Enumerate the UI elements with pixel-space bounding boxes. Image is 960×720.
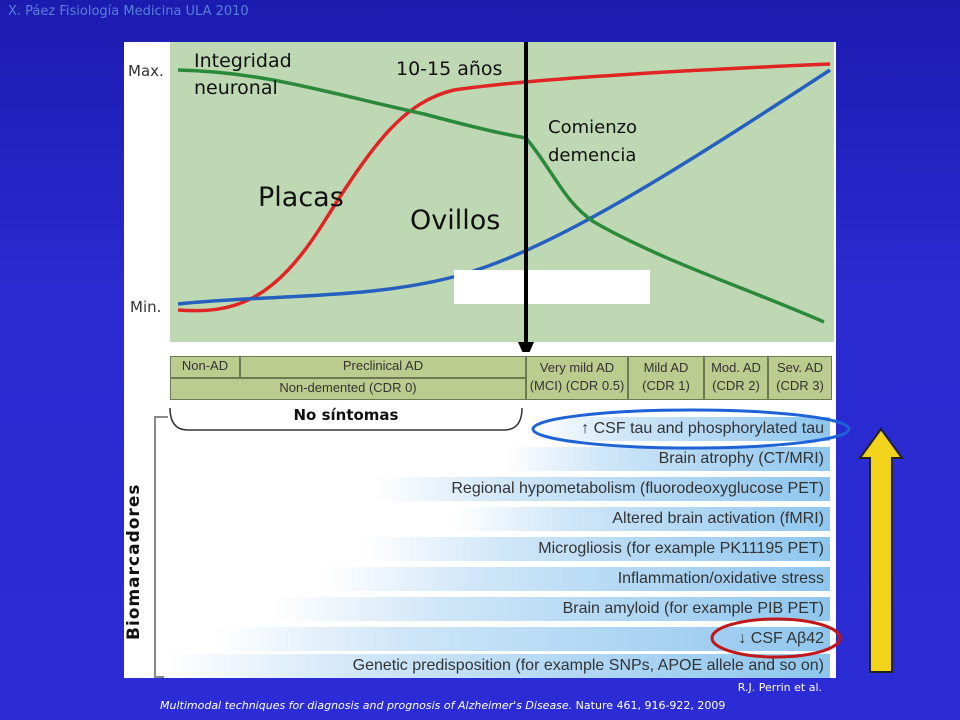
- stage-moderate: Mod. AD (CDR 2): [704, 356, 768, 400]
- abeta-highlight-ellipse: [710, 617, 842, 659]
- stage-severe: Sev. AD (CDR 3): [768, 356, 832, 400]
- biomarker-bar-2: Brain atrophy (CT/MRI): [504, 447, 830, 471]
- stage-moderate-line1: Mod. AD: [711, 360, 761, 375]
- stage-very-mild: Very mild AD (MCI) (CDR 0.5): [526, 356, 628, 400]
- stage-very-mild-line1: Very mild AD: [539, 360, 615, 375]
- stage-severe-line1: Sev. AD: [776, 360, 823, 375]
- plaques-label: Placas: [258, 182, 344, 213]
- dementia-onset-line1: Comienzo: [548, 117, 638, 138]
- tangles-label: Ovillos: [410, 205, 501, 236]
- integrity-label-line2: neuronal: [194, 77, 278, 99]
- axis-max-label: Max.: [128, 62, 164, 80]
- years-label: 10-15 años: [396, 58, 503, 80]
- stage-mild-line1: Mild AD: [643, 360, 689, 375]
- stage-severe-line2: (CDR 3): [776, 378, 824, 393]
- biomarker-bar-8: ↓ CSF Aβ42: [214, 627, 830, 651]
- citation-ref: Nature 461, 916-922, 2009: [572, 699, 726, 712]
- figure-panel: Max. Min. Integridad neuronal 10-15 años…: [124, 42, 836, 678]
- stage-non-demented: Non-demented (CDR 0): [170, 378, 526, 400]
- citation-author: R.J. Perrin et al.: [737, 681, 822, 694]
- stage-mild: Mild AD (CDR 1): [628, 356, 704, 400]
- biomarker-bar-6: Inflammation/oxidative stress: [324, 567, 830, 591]
- integrity-label: Integridad neuronal: [194, 48, 324, 102]
- stage-moderate-line2: (CDR 2): [712, 378, 760, 393]
- no-symptoms-label: No síntomas: [293, 406, 399, 424]
- stage-preclinical: Preclinical AD: [240, 356, 526, 378]
- biomarker-bar-4: Altered brain activation (fMRI): [454, 507, 830, 531]
- stages-bar: Non-AD Preclinical AD Non-demented (CDR …: [170, 356, 834, 400]
- tau-highlight-ellipse: [531, 408, 851, 450]
- biomarker-axis: [154, 416, 168, 678]
- citation-title: Multimodal techniques for diagnosis and …: [160, 699, 573, 712]
- onset-marker-arrowhead: [518, 342, 534, 352]
- no-symptoms-brace: [169, 407, 523, 431]
- progression-graph: [170, 42, 834, 352]
- plaques-curve: [177, 62, 831, 313]
- biomarker-bar-7: Brain amyloid (for example PIB PET): [274, 597, 830, 621]
- biomarker-bar-5: Microgliosis (for example PK11195 PET): [364, 537, 830, 561]
- dementia-onset-label: Comienzo demencia: [548, 114, 668, 170]
- dementia-onset-line2: demencia: [548, 145, 637, 166]
- stage-very-mild-line2: (MCI) (CDR 0.5): [529, 378, 625, 393]
- upward-arrow: [858, 427, 904, 673]
- blank-label-box: [454, 270, 650, 304]
- biomarker-bar-9: Genetic predisposition (for example SNPs…: [164, 654, 830, 678]
- axis-min-label: Min.: [130, 298, 162, 316]
- citation-text: Multimodal techniques for diagnosis and …: [160, 699, 725, 712]
- stage-non-ad: Non-AD: [170, 356, 240, 378]
- biomarker-bar-3: Regional hypometabolism (fluorodeoxygluc…: [374, 477, 830, 501]
- stage-mild-line2: (CDR 1): [642, 378, 690, 393]
- slide-credit: X. Páez Fisiología Medicina ULA 2010: [8, 4, 249, 19]
- integrity-label-line1: Integridad: [194, 50, 292, 72]
- biomarker-bar-1: ↑ CSF tau and phosphorylated tau: [534, 417, 830, 441]
